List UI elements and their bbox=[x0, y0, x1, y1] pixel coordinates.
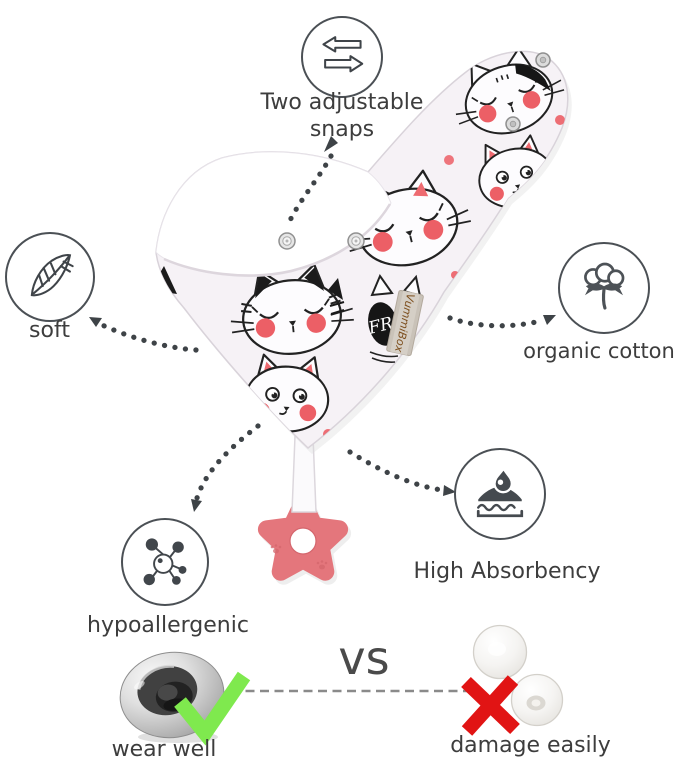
arrowhead-cotton bbox=[543, 315, 556, 325]
arrowhead-snaps bbox=[324, 136, 338, 152]
absorbency-icon bbox=[476, 466, 524, 518]
absorbency-label: High Absorbency bbox=[413, 559, 601, 584]
teether-hole bbox=[289, 527, 317, 555]
paddle-snap-bottom bbox=[505, 116, 521, 132]
snaps-label: Two adjustable snaps bbox=[260, 90, 424, 142]
callout-soft-circle bbox=[5, 232, 95, 322]
check-icon bbox=[174, 671, 251, 746]
arrowhead-absorbency bbox=[443, 485, 456, 496]
arrowheads bbox=[89, 136, 556, 512]
arrowhead-hypoallergenic bbox=[191, 499, 202, 512]
dotted-arrow-cotton bbox=[447, 315, 547, 329]
callout-absorbency-circle bbox=[454, 448, 546, 540]
callout-cotton-circle bbox=[558, 242, 650, 334]
dotted-arrow-absorbency bbox=[347, 449, 445, 493]
partial-ear-mid bbox=[328, 278, 345, 315]
backing-seam bbox=[163, 203, 392, 277]
arrowhead-soft bbox=[89, 317, 102, 327]
hypoallergenic-label: hypoallergenic bbox=[87, 613, 249, 638]
dotted-arrow-snaps bbox=[284, 153, 334, 230]
callout-snaps-circle bbox=[301, 16, 383, 98]
dotted-connectors bbox=[97, 153, 547, 501]
damage-easily-label: damage easily bbox=[450, 733, 611, 758]
plastic-snaps-image bbox=[472, 624, 564, 727]
cotton-icon bbox=[584, 262, 625, 310]
callout-hypoallergenic-circle bbox=[121, 518, 209, 606]
paddle-snap-top bbox=[535, 52, 551, 68]
soft-label: soft bbox=[29, 318, 70, 343]
brand-tag-side: VummiBox bbox=[386, 289, 424, 357]
teether bbox=[257, 435, 352, 585]
swap-arrows-icon bbox=[322, 36, 364, 73]
cross-icon bbox=[461, 675, 520, 736]
wear-well-label: wear well bbox=[111, 737, 217, 762]
vs-label: vs bbox=[338, 631, 390, 685]
dotted-arrow-hypoallergenic bbox=[194, 423, 261, 501]
organic-cotton-label: organic cotton bbox=[523, 339, 675, 363]
feather-icon bbox=[30, 253, 74, 297]
paw-print-emboss bbox=[270, 544, 328, 570]
dotted-arrow-soft bbox=[97, 321, 199, 353]
molecule-icon bbox=[143, 538, 187, 586]
bib-snap-left bbox=[278, 232, 296, 250]
bib-snap-right bbox=[347, 232, 365, 250]
